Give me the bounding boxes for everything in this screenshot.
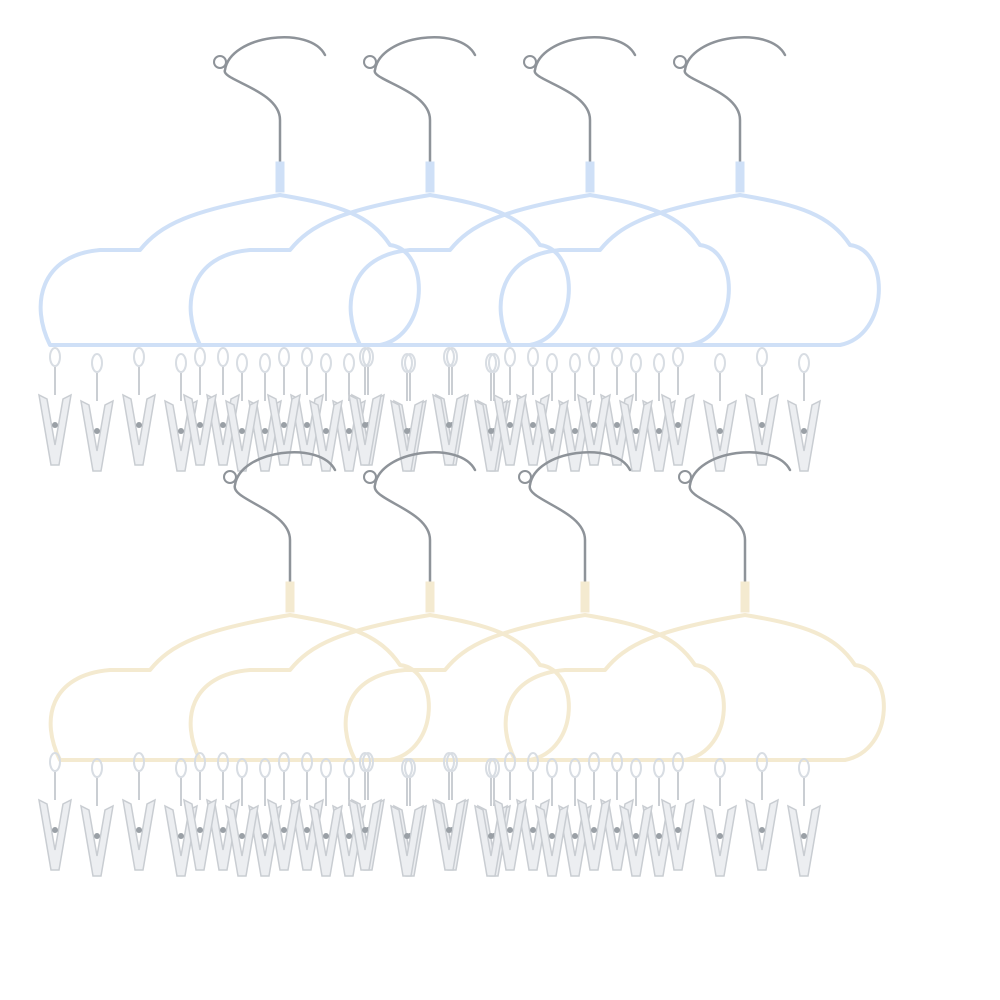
clothes-pin-clip [493,752,527,871]
clothes-pin-clip [390,758,424,877]
hanger-row-beige [38,451,886,877]
clip-hanger [188,36,571,347]
hook-icon [528,451,632,592]
clothes-pin-clip [348,752,382,871]
hanger-frame [343,613,726,762]
clip-hanger [48,451,431,762]
clothes-pin-clip [787,758,821,877]
hanger-frame [38,193,421,347]
hook-icon [373,451,477,592]
clothes-pin-clip [267,752,301,871]
clothes-pin-clip [348,347,382,466]
clothes-pin-clip [577,752,611,871]
clothes-pin-clip [703,353,737,472]
clothes-pin-clip [390,353,424,472]
clothes-pin-clip [745,347,779,466]
clip-hanger [343,451,726,762]
hook-icon [683,36,787,172]
clothes-pin-clip [38,347,72,466]
clothes-pin-clip [619,353,653,472]
clothes-pin-clip [309,353,343,472]
clothes-pin-clip [309,758,343,877]
hanger-frame [348,193,731,347]
clothes-pin-clip [493,347,527,466]
clothes-pin-clip [267,347,301,466]
hanger-row-blue [38,36,881,472]
clothes-pin-clip [225,758,259,877]
hanger-frame [48,613,431,762]
clip-hanger [498,36,881,347]
clothes-pin-clip [122,347,156,466]
hanger-frame [498,193,881,347]
hanger-frame [188,193,571,347]
clothes-pin-clip [183,347,217,466]
clothes-pin-clip [535,353,569,472]
clip-hanger [38,36,421,347]
clothes-pin-clip [745,752,779,871]
clothes-pin-clip [432,347,466,466]
clothes-pin-clip [80,353,114,472]
clothes-pin-clip [183,752,217,871]
clothes-pin-clip [122,752,156,871]
clothes-pin-clip [432,752,466,871]
hook-icon [688,451,792,592]
clothes-pin-clip [661,752,695,871]
clothes-pin-clip [225,353,259,472]
hook-icon [373,36,477,172]
clip-hanger [348,36,731,347]
hanger-frame [503,613,886,762]
clothes-pin-clip [787,353,821,472]
hook-icon [223,36,327,172]
hook-icon [233,451,337,592]
clothes-pin-clip [703,758,737,877]
clip-hanger [503,451,886,762]
hook-icon [533,36,637,172]
clothes-pin-clip [38,752,72,871]
hanger-frame [188,613,571,762]
clothes-pin-clip [535,758,569,877]
clothes-pin-clip [577,347,611,466]
clothes-pin-clip [619,758,653,877]
clothes-pin-clip [80,758,114,877]
clothes-pin-clip [661,347,695,466]
